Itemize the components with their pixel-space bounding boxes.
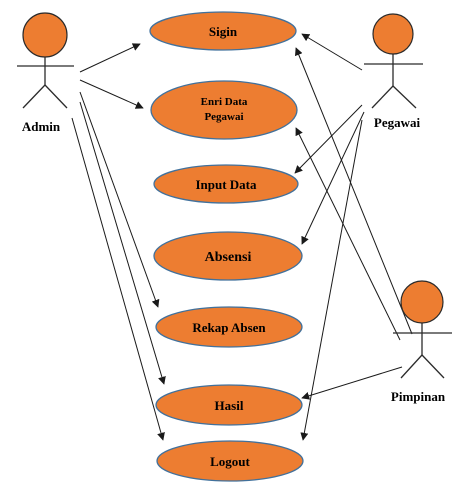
actor-pegawai-label: Pegawai (374, 115, 421, 130)
associations (71, 33, 413, 441)
use-case-logout-label: Logout (210, 454, 250, 469)
actor-admin-figure (17, 12, 74, 109)
use-case-sigin-label: Sigin (209, 24, 238, 39)
actor-pimpinan: Pimpinan (391, 280, 452, 404)
actor-admin: Admin (17, 12, 74, 134)
arrow-pegawai-logout (300, 119, 363, 441)
use-case-entri-label-line1: Enri Data (201, 96, 248, 108)
arrow-pimpinan-entri (295, 127, 401, 341)
use-case-input-data: Input Data (153, 164, 299, 204)
actor-pimpinan-label: Pimpinan (391, 389, 446, 404)
actor-pimpinan-figure (393, 280, 452, 379)
actor-pegawai-figure (364, 13, 423, 109)
arrow-pegawai-input (294, 104, 363, 174)
arrow-pegawai-absensi (301, 111, 365, 245)
use-case-hasil-label: Hasil (215, 398, 244, 413)
arrow-admin-logout (71, 117, 165, 441)
use-case-absensi-label: Absensi (205, 250, 252, 265)
use-case-hasil: Hasil (155, 384, 303, 426)
actor-admin-label: Admin (22, 119, 61, 134)
use-case-entri-label-line2: Pegawai (204, 111, 243, 123)
use-case-logout: Logout (156, 440, 304, 482)
actor-pegawai: Pegawai (364, 13, 423, 130)
use-case-absensi: Absensi (153, 231, 303, 281)
use-case-sigin: Sigin (149, 11, 297, 51)
arrow-admin-entri (79, 79, 144, 109)
arrow-admin-rekap (79, 91, 160, 308)
arrow-pimpinan-hasil (301, 366, 403, 400)
arrow-admin-hasil (79, 101, 166, 385)
use-case-rekap-absen: Rekap Absen (155, 306, 303, 348)
use-case-rekap-label: Rekap Absen (192, 320, 266, 335)
use-case-input-label: Input Data (195, 177, 257, 192)
arrow-pegawai-sigin (301, 33, 363, 71)
use-case-entri-data-pegawai: Enri Data Pegawai (150, 80, 298, 140)
arrow-admin-sigin (79, 43, 141, 73)
arrow-pimpinan-sigin (294, 47, 413, 335)
